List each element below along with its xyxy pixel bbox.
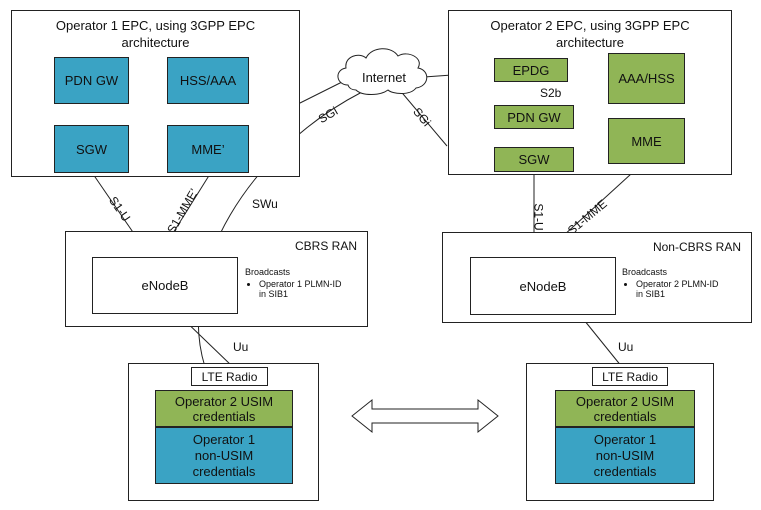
mobility-double-arrow xyxy=(351,398,499,434)
s2b-label: S2b xyxy=(540,86,562,100)
left-usim-credentials: Operator 2 USIM credentials xyxy=(155,390,293,427)
left-nonusim-credentials: Operator 1 non-USIM credentials xyxy=(155,427,293,484)
uu-left-label: Uu xyxy=(233,340,249,354)
swu-line xyxy=(197,91,363,368)
operator1-hss-aaa: HSS/AAA xyxy=(167,57,249,104)
cbrs-broadcast-bullet: Operator 1 PLMN-ID in SIB1 xyxy=(245,279,342,299)
left-usim-line2: credentials xyxy=(192,408,256,424)
noncbrs-bullet-line1: Operator 2 PLMN-ID xyxy=(636,279,719,289)
operator2-epdg: EPDG xyxy=(494,58,568,82)
right-lte-radio: LTE Radio xyxy=(592,367,668,386)
right-nonusim-line1: Operator 1 xyxy=(593,431,657,447)
uu-right-line xyxy=(579,314,623,368)
operator1-epc-title-line1: Operator 1 EPC, using 3GPP EPC xyxy=(55,18,256,33)
left-lte-radio: LTE Radio xyxy=(191,367,268,386)
noncbrs-broadcast-bullet: Operator 2 PLMN-ID in SIB1 xyxy=(622,279,719,299)
swu-label: SWu xyxy=(252,197,278,211)
cbrs-bullet-line2: in SIB1 xyxy=(259,289,289,299)
cbrs-broadcasts-label: Broadcasts xyxy=(245,267,291,277)
uu-right-label: Uu xyxy=(618,340,634,354)
operator2-epc-title-line1: Operator 2 EPC, using 3GPP EPC xyxy=(490,18,690,33)
noncbrs-bullet-line2: in SIB1 xyxy=(636,289,666,299)
noncbrs-broadcasts-label: Broadcasts xyxy=(622,267,668,277)
cbrs-ran-title: CBRS RAN xyxy=(294,239,357,253)
internet-label: Internet xyxy=(361,70,407,85)
right-usim-line2: credentials xyxy=(593,408,657,424)
operator1-pdn-gw: PDN GW xyxy=(54,57,129,104)
right-nonusim-credentials: Operator 1 non-USIM credentials xyxy=(555,427,695,484)
right-nonusim-line3: credentials xyxy=(593,463,657,479)
operator2-mme: MME xyxy=(608,118,685,164)
operator2-pdn-gw: PDN GW xyxy=(494,105,574,129)
cbrs-bullet-line1: Operator 1 PLMN-ID xyxy=(259,279,342,289)
cbrs-enodeb: eNodeB xyxy=(92,257,238,314)
left-nonusim-line3: credentials xyxy=(192,463,256,479)
right-nonusim-line2: non-USIM xyxy=(595,447,655,463)
left-nonusim-line2: non-USIM xyxy=(194,447,254,463)
operator2-epc-box: Operator 2 EPC, using 3GPP EPC architect… xyxy=(448,10,732,175)
sgi-right-line xyxy=(397,87,448,147)
operator1-epc-title-line2: architecture xyxy=(121,35,190,50)
noncbrs-enodeb: eNodeB xyxy=(470,257,616,315)
right-usim-credentials: Operator 2 USIM credentials xyxy=(555,390,695,427)
operator2-sgw: SGW xyxy=(494,147,574,172)
left-usim-line1: Operator 2 USIM xyxy=(174,393,274,409)
left-nonusim-line1: Operator 1 xyxy=(192,431,256,447)
noncbrs-ran-title: Non-CBRS RAN xyxy=(652,240,741,254)
s1u-right-label: S1-U xyxy=(531,203,546,231)
operator1-mme: MME’ xyxy=(167,125,249,173)
operator1-sgw: SGW xyxy=(54,125,129,173)
right-usim-line1: Operator 2 USIM xyxy=(575,393,675,409)
operator2-aaa-hss: AAA/HSS xyxy=(608,53,685,104)
operator2-epc-title-line2: architecture xyxy=(556,35,624,50)
